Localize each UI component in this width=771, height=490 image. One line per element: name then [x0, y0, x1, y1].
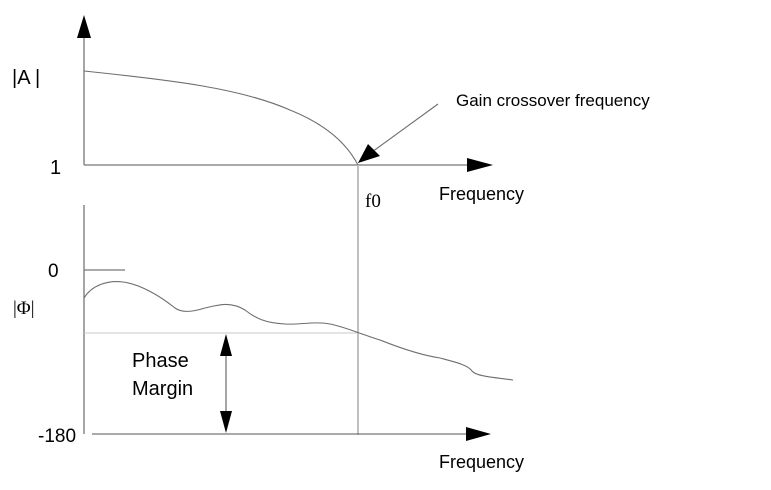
magnitude-curve: [83, 70, 359, 166]
phase-margin-label-line1: Phase: [132, 350, 189, 372]
annotation-leader-line: [371, 103, 439, 153]
magnitude-x-axis-arrowhead: [467, 158, 493, 172]
phase-x-axis-arrowhead: [466, 427, 491, 441]
magnitude-frequency-label: Frequency: [439, 184, 524, 204]
phase-frequency-label: Frequency: [439, 452, 524, 472]
phase-zero-label: 0: [48, 261, 59, 282]
magnitude-reference-label: 1: [50, 157, 61, 179]
magnitude-y-axis-arrowhead: [77, 15, 91, 38]
phase-margin-arrow-up: [220, 334, 232, 356]
gain-crossover-annotation: Gain crossover frequency: [456, 91, 650, 110]
phase-margin-label-line2: Margin: [132, 378, 193, 400]
annotation-arrowhead: [358, 144, 380, 163]
magnitude-axis-label: |A |: [12, 67, 40, 89]
phase-margin-arrow-down: [220, 411, 232, 433]
phase-axis-label: |Φ|: [13, 298, 35, 319]
phase-minus-180-label: -180: [38, 426, 76, 447]
phase-curve: [83, 281, 514, 381]
crossover-frequency-label: f0: [365, 191, 381, 212]
